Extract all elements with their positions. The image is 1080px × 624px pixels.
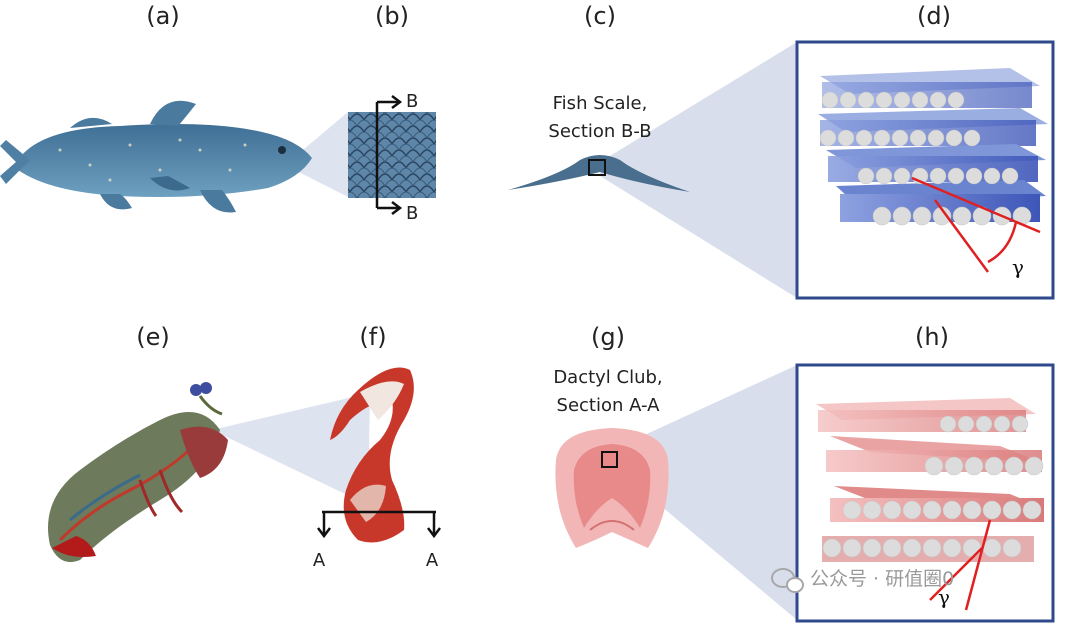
angle-marker-d bbox=[911, 176, 1041, 273]
projection-g-h bbox=[612, 365, 797, 620]
section-marker-b bbox=[375, 95, 403, 215]
panel-label-d: (d) bbox=[917, 2, 951, 30]
section-letter-a-right: A bbox=[426, 550, 439, 571]
panel-label-c: (c) bbox=[584, 2, 616, 30]
projection-a-b bbox=[285, 112, 348, 197]
scale-texture-image bbox=[348, 112, 436, 198]
angle-marker-h bbox=[929, 519, 992, 611]
watermark-text: 公众号 · 研值圈0 bbox=[810, 568, 954, 590]
panel-label-b: (b) bbox=[375, 2, 409, 30]
section-box-c bbox=[588, 159, 606, 176]
panel-label-a: (a) bbox=[146, 2, 179, 30]
panel-label-e: (e) bbox=[136, 323, 170, 351]
blue-fiber-stack bbox=[818, 68, 1048, 226]
section-letter-a-left: A bbox=[313, 550, 326, 571]
caption-dactyl-line2: Section A-A bbox=[557, 395, 661, 416]
caption-dactyl-line1: Dactyl Club, bbox=[553, 367, 662, 388]
panel-label-h: (h) bbox=[915, 323, 949, 351]
angle-label-h: γ bbox=[938, 585, 950, 609]
section-letter-b-bottom: B bbox=[406, 203, 418, 224]
angle-label-d: γ bbox=[1012, 255, 1024, 279]
dactyl-club-illustration bbox=[330, 367, 414, 543]
section-marker-a bbox=[317, 510, 441, 539]
projection-c-d bbox=[600, 42, 797, 298]
mantis-shrimp-illustration bbox=[48, 382, 228, 563]
projection-e-f bbox=[212, 393, 370, 505]
panel-label-f: (f) bbox=[359, 323, 386, 351]
pink-fiber-stack bbox=[816, 398, 1044, 562]
coelacanth-illustration bbox=[0, 100, 312, 213]
caption-fish-line2: Section B-B bbox=[548, 121, 651, 142]
section-letter-b-top: B bbox=[406, 91, 418, 112]
panel-label-g: (g) bbox=[591, 323, 625, 351]
caption-fish-line1: Fish Scale, bbox=[553, 93, 648, 114]
section-box-g bbox=[601, 451, 618, 468]
wechat-watermark: 公众号 · 研值圈0 bbox=[771, 568, 954, 593]
fish-scale-section-shape bbox=[508, 155, 690, 192]
dactyl-section-shape bbox=[555, 428, 669, 548]
